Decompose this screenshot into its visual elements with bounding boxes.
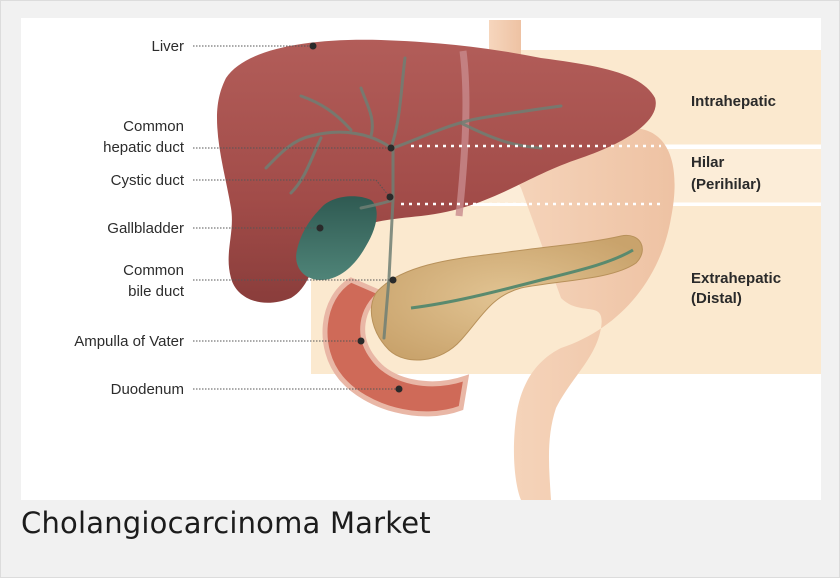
liver-dot: [310, 43, 317, 50]
label-gallbladder: Gallbladder: [107, 220, 184, 237]
label-cystic-duct: Cystic duct: [111, 172, 185, 189]
label-duodenum: Duodenum: [111, 381, 184, 398]
biliary-anatomy-diagram: Liver Common hepatic duct Cystic duct Ga…: [21, 18, 821, 500]
zone-extrahepatic-line1: Extrahepatic: [691, 270, 781, 287]
label-common-bile-duct-line2: bile duct: [128, 283, 185, 300]
zone-intrahepatic: Intrahepatic: [691, 93, 776, 110]
hepatic-duct-dot: [388, 145, 395, 152]
label-liver: Liver: [151, 38, 184, 55]
label-common-hepatic-duct-line2: hepatic duct: [103, 139, 185, 156]
zone-hilar-line1: Hilar: [691, 154, 725, 171]
figure-caption: Cholangiocarcinoma Market: [21, 506, 431, 540]
label-common-hepatic-duct-line1: Common: [123, 118, 184, 135]
label-common-bile-duct-line1: Common: [123, 262, 184, 279]
cystic-duct-dot: [387, 194, 394, 201]
zone-hilar-line2: (Perihilar): [691, 176, 761, 193]
ampulla-dot: [358, 338, 365, 345]
label-ampulla-of-vater: Ampulla of Vater: [74, 333, 184, 350]
bile-duct-dot: [390, 277, 397, 284]
gallbladder-dot: [317, 225, 324, 232]
anatomy-figure: Liver Common hepatic duct Cystic duct Ga…: [21, 18, 821, 500]
duodenum-dot: [396, 386, 403, 393]
zone-extrahepatic-line2: (Distal): [691, 290, 742, 307]
